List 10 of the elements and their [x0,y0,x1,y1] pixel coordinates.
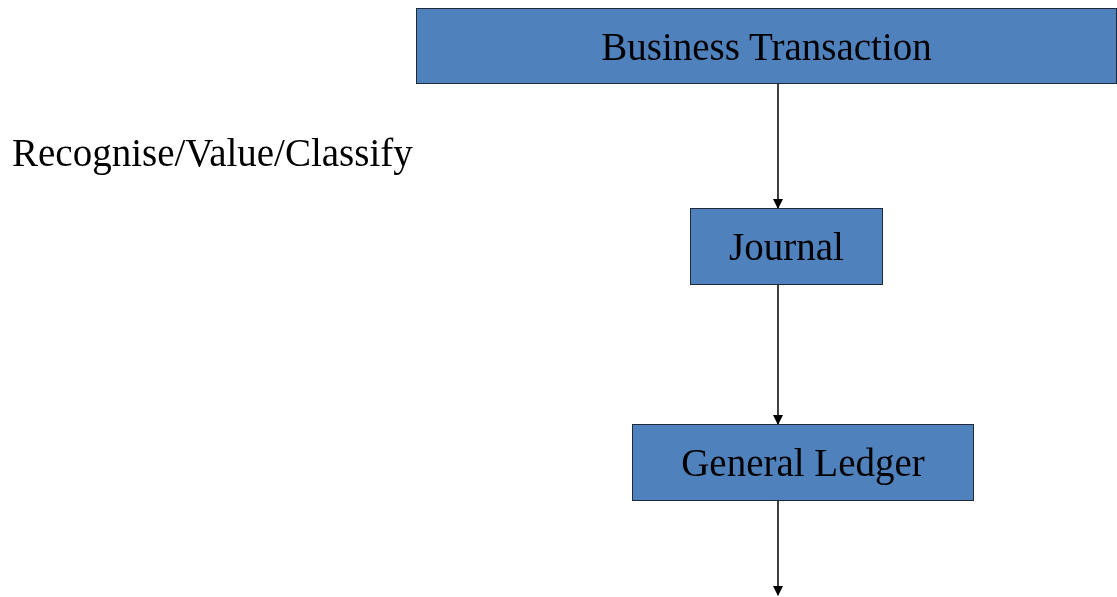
box-label: Business Transaction [601,23,932,69]
box-label: Journal [729,224,844,269]
process-box [690,208,883,285]
process-box [416,8,1117,84]
side-label: Recognise/Value/Classify [12,130,413,175]
process-box [632,424,974,501]
arrow [773,284,783,425]
arrow [773,500,783,596]
box-label: General Ledger [681,440,925,485]
arrow [773,83,783,209]
